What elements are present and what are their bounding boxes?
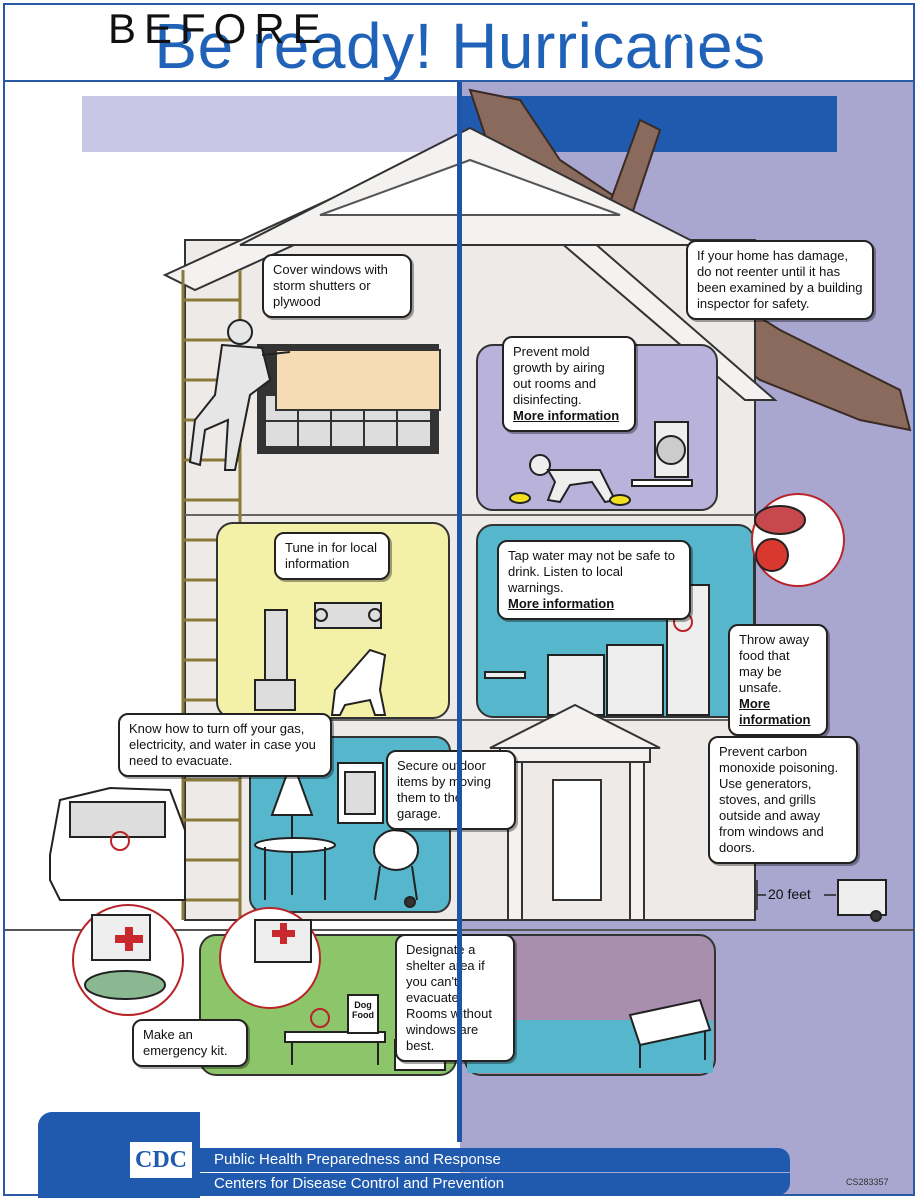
title-rule <box>3 80 915 82</box>
page-title: Be ready! Hurricanes <box>154 10 766 82</box>
bubble-secure-outdoor-items: Secure outdoor items by moving them to t… <box>386 750 516 830</box>
cot-icon <box>628 998 712 1068</box>
bubble-mold: Prevent mold growth by airing out rooms … <box>502 336 636 432</box>
footer-bar-bottom <box>200 1173 790 1195</box>
car-icon <box>49 786 186 901</box>
bubble-tap-water-text: Tap water may not be safe to drink. List… <box>508 548 675 595</box>
stereo-icon <box>314 602 382 629</box>
footer-program-name: Public Health Preparedness and Response <box>214 1151 501 1168</box>
umbrella-icon <box>270 757 314 895</box>
distance-marker <box>756 880 836 910</box>
grill-icon <box>373 829 419 908</box>
chair-icon <box>330 648 387 716</box>
bubble-emergency-kit: Make an emergency kit. <box>132 1019 248 1067</box>
dog-food-bag-icon <box>347 994 379 1034</box>
dog-food-label: Dog Food <box>352 1000 374 1020</box>
food-more-information-link[interactable]: More information <box>739 696 811 727</box>
patio-table-icon <box>254 837 336 900</box>
document-code: CS283357 <box>846 1177 889 1187</box>
bubble-local-information: Tune in for local information <box>274 532 390 580</box>
front-porch <box>489 703 661 921</box>
tap-water-more-information-link[interactable]: More information <box>508 596 615 611</box>
bubble-shelter-area: Designate a shelter area if you can't ev… <box>395 934 515 1062</box>
footer-agency-name: Centers for Disease Control and Preventi… <box>214 1175 505 1192</box>
gable-vent <box>319 158 621 216</box>
tv-icon <box>254 609 296 711</box>
before-after-divider <box>457 82 462 1142</box>
bubble-damage-inspection: If your home has damage, do not reenter … <box>686 240 874 320</box>
generator-icon <box>837 879 887 922</box>
bubble-throw-away-food: Throw away food that may be unsafe. More… <box>728 624 828 736</box>
bubble-food-text: Throw away food that may be unsafe. <box>739 632 810 695</box>
bubble-storm-shutters: Cover windows with storm shutters or ply… <box>262 254 412 318</box>
fan-icon <box>631 421 693 487</box>
bubble-carbon-monoxide: Prevent carbon monoxide poisoning. Use g… <box>708 736 858 864</box>
bubble-turn-off-utilities: Know how to turn off your gas, electrici… <box>118 713 332 777</box>
hhs-seal-icon <box>38 1112 124 1198</box>
cleaning-person-icon <box>509 454 631 506</box>
before-band <box>82 96 458 152</box>
bubble-mold-text: Prevent mold growth by airing out rooms … <box>513 344 605 407</box>
before-label: BEFORE <box>108 5 329 52</box>
after-label: AFTER <box>660 5 838 52</box>
distance-label: 20 feet <box>768 886 811 902</box>
emergency-kit-magnifier <box>72 493 845 1028</box>
footer-bar-top <box>200 1148 790 1172</box>
bubble-tap-water: Tap water may not be safe to drink. List… <box>497 540 691 620</box>
basement-table-icon <box>284 1031 386 1065</box>
worker-icon <box>188 319 291 471</box>
window-with-plywood <box>257 344 441 454</box>
cdc-logo-icon: CDC <box>128 1140 194 1180</box>
poster-frame <box>3 3 915 1196</box>
mold-more-information-link[interactable]: More information <box>513 408 620 423</box>
electric-panel-icon <box>337 762 384 824</box>
